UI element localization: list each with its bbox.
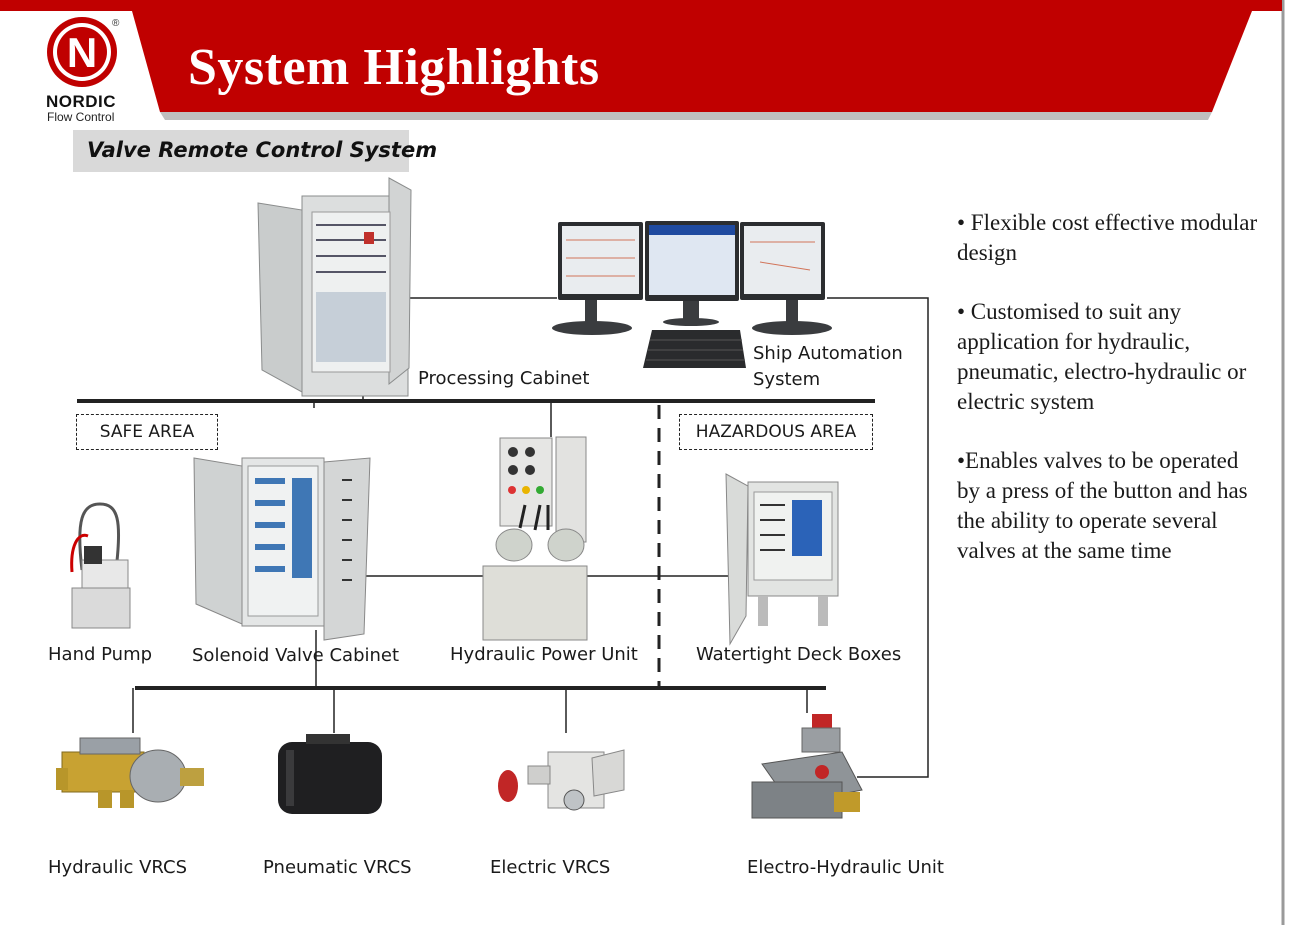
subtitle: Valve Remote Control System bbox=[87, 138, 438, 162]
top-red-strip bbox=[0, 0, 1282, 11]
highlight-item: • Flexible cost effective modular design bbox=[957, 210, 1258, 265]
safe-area-label: SAFE AREA bbox=[76, 414, 218, 450]
label-pneumatic-vrcs: Pneumatic VRCS bbox=[263, 857, 412, 878]
label-hydraulic-vrcs: Hydraulic VRCS bbox=[48, 857, 187, 878]
label-solenoid-valve-cabinet: Solenoid Valve Cabinet bbox=[192, 645, 400, 666]
pneumatic-vrcs-image bbox=[278, 734, 382, 814]
banner-shadow bbox=[160, 112, 1212, 120]
highlight-item: • Customised to suit any application for… bbox=[957, 299, 1247, 414]
solenoid-valve-cabinet-image bbox=[193, 457, 371, 641]
label-electro-hydraulic-unit: Electro-Hydraulic Unit bbox=[747, 857, 944, 878]
nordic-logo-icon: N ® bbox=[47, 17, 120, 87]
brand-subname: Flow Control bbox=[47, 110, 115, 124]
label-electric-vrcs: Electric VRCS bbox=[490, 857, 611, 878]
brand-name: NORDIC bbox=[46, 92, 117, 111]
title-banner bbox=[132, 11, 1252, 112]
label-hand-pump: Hand Pump bbox=[48, 644, 153, 665]
svg-text:®: ® bbox=[112, 18, 120, 29]
hand-pump-image bbox=[70, 502, 131, 629]
logo-letter: N bbox=[67, 29, 97, 76]
hazardous-area-label: HAZARDOUS AREA bbox=[679, 414, 873, 450]
subtitle-box bbox=[73, 130, 409, 172]
label-ship-automation-line1: Ship Automation bbox=[753, 343, 903, 364]
page-title: System Highlights bbox=[188, 39, 600, 96]
watertight-deck-box-image bbox=[725, 473, 839, 646]
highlights-list: • Flexible cost effective modular design… bbox=[957, 208, 1267, 595]
processing-cabinet-image bbox=[257, 177, 412, 397]
electric-vrcs-image bbox=[498, 749, 625, 811]
label-processing-cabinet: Processing Cabinet bbox=[418, 368, 590, 389]
label-hydraulic-power-unit: Hydraulic Power Unit bbox=[450, 644, 638, 665]
hydraulic-vrcs-image bbox=[56, 737, 204, 808]
highlight-item: •Enables valves to be operated by a pres… bbox=[957, 448, 1248, 563]
ship-automation-image bbox=[552, 221, 832, 368]
hydraulic-power-unit-image bbox=[482, 436, 588, 641]
label-watertight-deck-boxes: Watertight Deck Boxes bbox=[696, 644, 902, 665]
connection-lines bbox=[77, 297, 929, 778]
electro-hydraulic-unit-image bbox=[751, 714, 863, 819]
label-ship-automation-line2: System bbox=[753, 369, 821, 390]
